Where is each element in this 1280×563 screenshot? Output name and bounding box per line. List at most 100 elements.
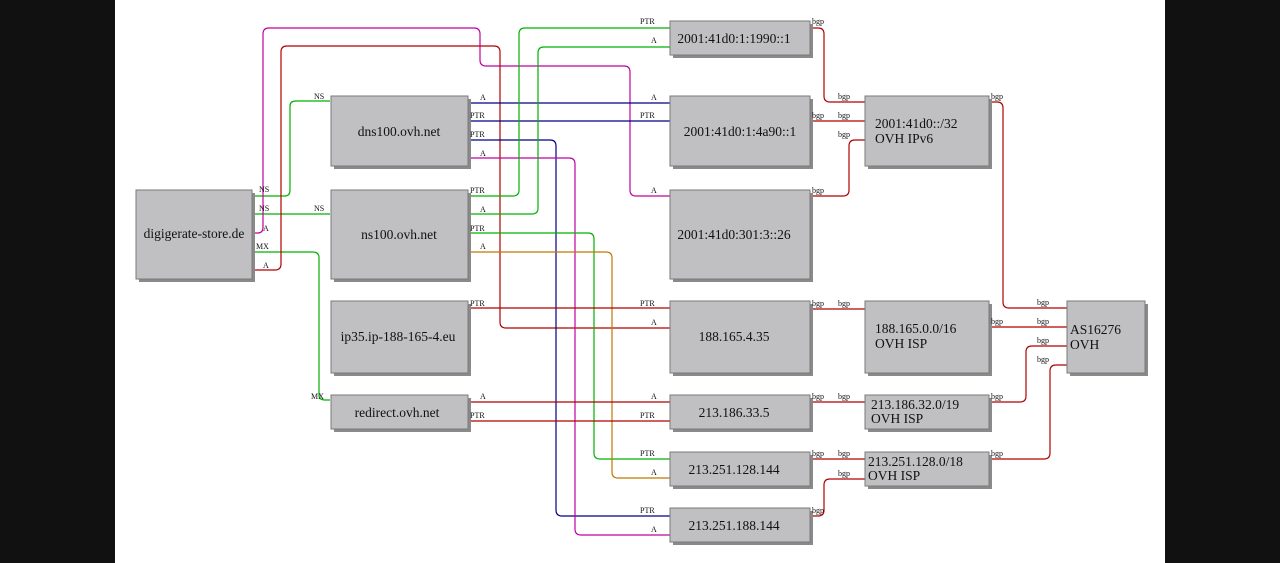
label-ptr: PTR <box>640 299 655 308</box>
node-ns100-label: ns100.ovh.net <box>361 227 437 242</box>
node-ip188-label: 188.165.4.35 <box>699 329 770 344</box>
node-ip213-251-128-label: 213.251.128.144 <box>688 462 779 477</box>
edge-ip6-1990-net-ipv6-bgp <box>810 27 865 103</box>
label-bgp: bgp <box>812 111 824 120</box>
label-ns: NS <box>314 92 324 101</box>
label-ptr: PTR <box>470 186 485 195</box>
node-net-ipv6[interactable]: 2001:41d0::/32 OVH IPv6 <box>864 95 992 169</box>
label-bgp: bgp <box>1037 355 1049 364</box>
label-ptr: PTR <box>470 299 485 308</box>
edge-net-213-251-asn-bgp <box>990 364 1067 460</box>
edge-domain-ip188-a <box>253 45 670 329</box>
edge-labels: NS NS A MX A NS NS MX A PTR PTR A PTR A … <box>256 17 1049 534</box>
label-bgp: bgp <box>1037 336 1049 345</box>
label-ptr: PTR <box>640 449 655 458</box>
node-ip188[interactable]: 188.165.4.35 <box>669 300 813 376</box>
node-ip6-4a90[interactable]: 2001:41d0:1:4a90::1 <box>669 95 813 169</box>
label-bgp: bgp <box>991 449 1003 458</box>
label-bgp: bgp <box>812 506 824 515</box>
edge-dns100-ip213-251-188-a <box>468 157 670 536</box>
label-mx: MX <box>311 392 324 401</box>
label-ptr: PTR <box>640 17 655 26</box>
label-bgp: bgp <box>838 92 850 101</box>
edge-ip213-251-188-dns100-ptr <box>468 139 670 517</box>
label-bgp: bgp <box>838 130 850 139</box>
label-bgp: bgp <box>812 17 824 26</box>
label-ptr: PTR <box>470 224 485 233</box>
label-ptr: PTR <box>640 506 655 515</box>
label-a: A <box>651 36 657 45</box>
edge-net-ipv6-asn-bgp <box>990 101 1067 309</box>
label-ns: NS <box>314 204 324 213</box>
label-bgp: bgp <box>1037 298 1049 307</box>
edge-net-213-186-asn-bgp <box>990 345 1067 403</box>
node-asn-name: OVH <box>1070 337 1099 352</box>
label-ptr: PTR <box>470 111 485 120</box>
node-asn-number: AS16276 <box>1070 322 1121 337</box>
node-ns100[interactable]: ns100.ovh.net <box>330 189 471 282</box>
node-domain[interactable]: digigerate-store.de <box>135 189 255 282</box>
node-net-213-186[interactable]: 213.186.32.0/19 OVH ISP <box>864 394 992 432</box>
label-a: A <box>651 186 657 195</box>
edge-ns100-ip213-251-128-a <box>468 251 670 479</box>
label-bgp: bgp <box>838 469 850 478</box>
label-bgp: bgp <box>991 392 1003 401</box>
node-ip213-186-label: 213.186.33.5 <box>699 405 770 420</box>
label-ns: NS <box>259 204 269 213</box>
label-bgp: bgp <box>991 317 1003 326</box>
node-ip35-label: ip35.ip-188-165-4.eu <box>341 329 456 344</box>
node-ip35[interactable]: ip35.ip-188-165-4.eu <box>330 300 471 376</box>
node-asn[interactable]: AS16276 OVH <box>1066 300 1148 376</box>
label-bgp: bgp <box>812 186 824 195</box>
node-net-188[interactable]: 188.165.0.0/16 OVH ISP <box>864 300 992 376</box>
node-ip6-301-label: 2001:41d0:301:3::26 <box>677 227 791 242</box>
node-dns100-label: dns100.ovh.net <box>358 124 441 139</box>
label-a: A <box>651 392 657 401</box>
label-bgp: bgp <box>812 299 824 308</box>
node-net-213-251[interactable]: 213.251.128.0/18 OVH ISP <box>864 451 992 489</box>
node-ip213-186[interactable]: 213.186.33.5 <box>669 394 813 432</box>
node-redirect[interactable]: redirect.ovh.net <box>330 394 471 432</box>
edge-domain-dns100-ns <box>253 100 330 197</box>
edge-ip6-1990-ns100-ptr <box>468 27 670 197</box>
network-diagram-canvas: digigerate-store.de dns100.ovh.net ns100… <box>115 0 1165 563</box>
node-ip213-251-128[interactable]: 213.251.128.144 <box>669 451 813 489</box>
edge-ip213-251-188-net-213-251-bgp <box>810 478 865 517</box>
node-net-213-251-prefix: 213.251.128.0/18 <box>868 454 963 469</box>
label-bgp: bgp <box>812 449 824 458</box>
edge-ip6-301-net-ipv6-bgp <box>810 139 865 197</box>
edges <box>253 27 1067 536</box>
node-net-213-186-prefix: 213.186.32.0/19 <box>871 397 959 412</box>
node-ip213-251-188-label: 213.251.188.144 <box>688 518 779 533</box>
label-a: A <box>480 392 486 401</box>
label-ns: NS <box>259 185 269 194</box>
label-a: A <box>651 93 657 102</box>
label-a: A <box>263 224 269 233</box>
label-a: A <box>480 205 486 214</box>
label-ptr: PTR <box>640 411 655 420</box>
label-a: A <box>651 318 657 327</box>
label-a: A <box>480 93 486 102</box>
label-a: A <box>651 525 657 534</box>
node-net-ipv6-prefix: 2001:41d0::/32 <box>875 116 958 131</box>
node-dns100[interactable]: dns100.ovh.net <box>330 95 471 169</box>
label-bgp: bgp <box>838 299 850 308</box>
node-domain-label: digigerate-store.de <box>144 226 245 241</box>
label-bgp: bgp <box>1037 317 1049 326</box>
label-ptr: PTR <box>470 411 485 420</box>
dns-graph: digigerate-store.de dns100.ovh.net ns100… <box>135 17 1148 545</box>
edge-ns100-ip6-1990-a <box>468 46 670 215</box>
label-bgp: bgp <box>812 392 824 401</box>
label-bgp: bgp <box>991 92 1003 101</box>
node-net-188-prefix: 188.165.0.0/16 <box>875 321 957 336</box>
node-net-213-251-name: OVH ISP <box>868 468 920 483</box>
label-a: A <box>480 149 486 158</box>
label-ptr: PTR <box>470 130 485 139</box>
edge-domain-ip6-301-a <box>253 27 670 234</box>
label-mx: MX <box>256 242 269 251</box>
node-ip6-301[interactable]: 2001:41d0:301:3::26 <box>669 189 813 282</box>
node-ip6-1990[interactable]: 2001:41d0:1:1990::1 <box>669 20 813 58</box>
node-net-213-186-name: OVH ISP <box>871 411 923 426</box>
label-ptr: PTR <box>640 111 655 120</box>
node-ip213-251-188[interactable]: 213.251.188.144 <box>669 507 813 545</box>
